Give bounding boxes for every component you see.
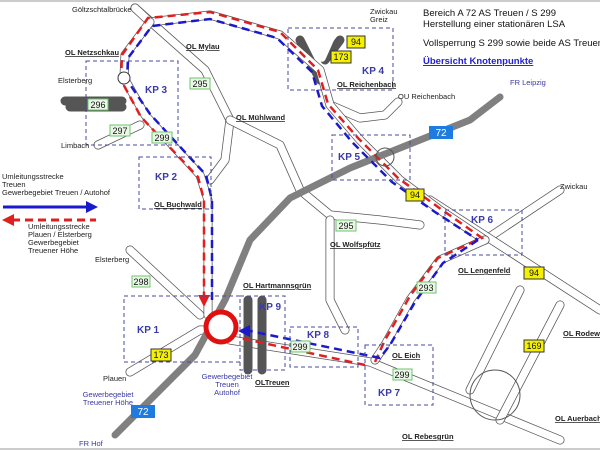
kp9-box[interactable]: [239, 295, 286, 371]
place-buchwald: OL Buchwald: [154, 200, 202, 209]
kp1-label[interactable]: KP 1: [137, 325, 159, 336]
svg-text:299: 299: [154, 133, 169, 143]
kp3-label[interactable]: KP 3: [145, 85, 167, 96]
kp2-box[interactable]: [138, 156, 212, 210]
kp7-box[interactable]: [364, 344, 434, 406]
kp6-label[interactable]: KP 6: [471, 215, 493, 226]
svg-text:297: 297: [112, 126, 127, 136]
dir-zwickau: Zwickau: [560, 182, 588, 191]
kp4-box[interactable]: [287, 27, 394, 91]
kp3-box[interactable]: [85, 60, 179, 146]
place-netzschkau: OL Netzschkau: [65, 48, 119, 57]
dir-goeltzschtalbruecke: Göltzschtalbrücke: [72, 5, 132, 14]
overview-junctions-link[interactable]: Übersicht Knotenpunkte: [423, 56, 533, 67]
place-reichenbach: OL Reichenbach: [337, 80, 396, 89]
svg-text:299: 299: [394, 370, 409, 380]
svg-text:169: 169: [526, 341, 541, 351]
place-ou-reichenbach: OU Reichenbach: [398, 92, 455, 101]
svg-text:94: 94: [351, 37, 361, 47]
interchange-loop-kp5: [375, 147, 395, 167]
place-eich: OL Eich: [392, 351, 421, 360]
svg-text:72: 72: [137, 407, 149, 418]
dir-elsterberg-north: Elsterberg: [58, 76, 92, 85]
place-muehlwand: OL Mühlwand: [236, 113, 285, 122]
place-treuen: OLTreuen: [255, 378, 290, 387]
place-rebesgruen: OL Rebesgrün: [402, 432, 454, 441]
place-auerbach: OL Auerbach: [555, 414, 600, 423]
svg-text:295: 295: [192, 79, 207, 89]
svg-text:298: 298: [133, 277, 148, 287]
header-line2: Herstellung einer stationären LSA: [423, 19, 566, 30]
detour-route-blue: [125, 17, 479, 360]
dir-plauen: Plauen: [103, 374, 126, 383]
kp6-box[interactable]: [444, 209, 523, 256]
place-hartmannsgruen: OL Hartmannsgrün: [243, 281, 312, 290]
kp4-label[interactable]: KP 4: [362, 66, 384, 77]
arrow-blue-head: [238, 325, 250, 337]
roundabout-netzschkau: [117, 71, 131, 85]
a72-motorway: [111, 93, 504, 439]
place-rodewisch: OL Rodewisch: [563, 329, 600, 338]
kp7-label[interactable]: KP 7: [378, 388, 400, 399]
roundabout-treuen: [203, 309, 239, 345]
roads: [60, 3, 600, 445]
dir-elsterberg-south: Elsterberg: [95, 255, 129, 264]
road-badges: 296 297 299 295 295 94 173 72 94 94 293 …: [87, 35, 545, 418]
svg-text:173: 173: [333, 52, 348, 62]
kp8-box[interactable]: [289, 326, 359, 368]
header-line1: Bereich A 72 AS Treuen / S 299: [423, 8, 556, 19]
place-wolfspfuetz: OL Wolfspfütz: [330, 240, 381, 249]
svg-text:299: 299: [292, 342, 307, 352]
kp5-box[interactable]: [331, 134, 411, 181]
dir-fr-hof: FR Hof: [79, 439, 104, 448]
kp8-label[interactable]: KP 8: [307, 330, 329, 341]
svg-text:173: 173: [153, 350, 168, 360]
kp9-label[interactable]: KP 9: [259, 302, 281, 313]
detour-route-red: [119, 10, 485, 367]
dir-limbach: Limbach: [61, 141, 89, 150]
dir-fr-leipzig: FR Leipzig: [510, 78, 546, 87]
kp5-label[interactable]: KP 5: [338, 152, 360, 163]
svg-text:296: 296: [90, 100, 105, 110]
place-mylau: OL Mylau: [186, 42, 220, 51]
svg-text:293: 293: [418, 283, 433, 293]
svg-text:295: 295: [338, 221, 353, 231]
svg-text:94: 94: [410, 190, 420, 200]
kp2-label[interactable]: KP 2: [155, 172, 177, 183]
arrow-red-head: [198, 295, 210, 307]
svg-text:94: 94: [529, 268, 539, 278]
header-line3: Vollsperrung S 299 sowie beide AS Treuen: [423, 38, 600, 49]
place-lengenfeld: OL Lengenfeld: [458, 266, 511, 275]
svg-text:72: 72: [435, 128, 447, 139]
